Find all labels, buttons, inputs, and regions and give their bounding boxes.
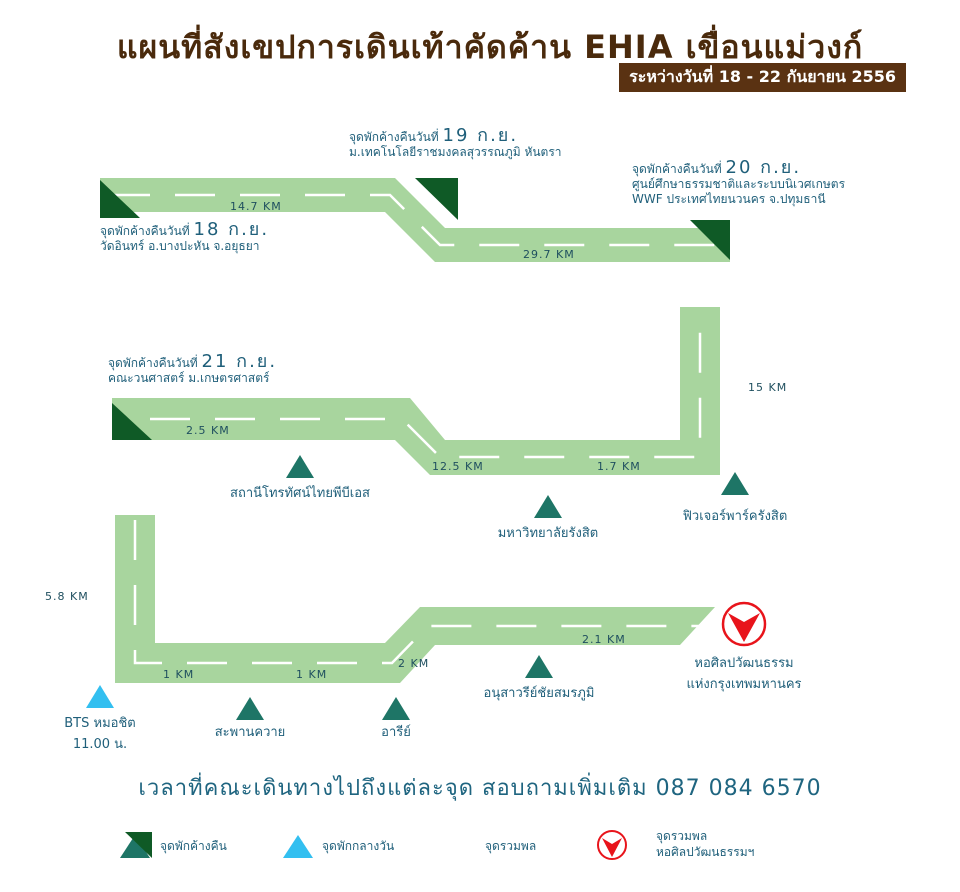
rest-marker xyxy=(721,472,749,495)
rest-marker xyxy=(236,697,264,720)
legend-destination-icon xyxy=(597,830,627,860)
legend-meeting-icon xyxy=(283,835,313,858)
legend-rest: จุดพักกลางวัน xyxy=(322,839,395,853)
waypoint-label: ฟิวเจอร์พาร์ครังสิต xyxy=(682,509,788,524)
overnight-marker-19 xyxy=(415,178,458,220)
rest-marker xyxy=(525,655,553,678)
distance-label: 2 KM xyxy=(398,657,430,670)
distance-label: 1 KM xyxy=(163,668,195,681)
distance-label: 1.7 KM xyxy=(597,460,641,473)
stop-18-label: จุดพักค้างคืนวันที่ 18 ก.ย.วัดอินทร์ อ.บ… xyxy=(100,219,270,254)
footer-contact: เวลาที่คณะเดินทางไปถึงแต่ละจุด สอบถามเพิ… xyxy=(138,776,822,801)
waypoint-label: สะพานควาย xyxy=(214,725,286,740)
distance-label: 12.5 KM xyxy=(432,460,484,473)
legend-rest-icon xyxy=(120,835,150,858)
legend-destination: จุดรวมพลหอศิลปวัฒนธรรมฯ xyxy=(656,829,755,859)
legend-overnight-icon xyxy=(125,832,152,858)
rest-marker xyxy=(534,495,562,518)
stop-19-label: จุดพักค้างคืนวันที่ 19 ก.ย.ม.เทคโนโลยีรา… xyxy=(349,125,562,160)
stop-20-label: จุดพักค้างคืนวันที่ 20 ก.ย.ศูนย์ศึกษาธรร… xyxy=(632,157,846,207)
waypoint-label: อนุสาวรีย์ชัยสมรภูมิ xyxy=(483,686,595,701)
rest-marker xyxy=(382,697,410,720)
rest-marker xyxy=(286,455,314,478)
legend-overnight: จุดพักค้างคืน xyxy=(160,839,227,853)
distance-label: 15 KM xyxy=(748,381,788,394)
destination-marker xyxy=(721,601,767,647)
page-title: แผนที่สังเขปการเดินเท้าคัดค้าน EHIA เขื่… xyxy=(116,28,864,66)
destination-label: หอศิลปวัฒนธรรมแห่งกรุงเทพมหานคร xyxy=(686,656,802,692)
distance-label: 29.7 KM xyxy=(523,248,575,261)
stop-21-label: จุดพักค้างคืนวันที่ 21 ก.ย.คณะวนศาสตร์ ม… xyxy=(108,351,278,386)
legend-meeting: จุดรวมพล xyxy=(485,839,537,853)
waypoint-label: อารีย์ xyxy=(381,725,411,740)
road-dashes xyxy=(110,193,725,665)
overnight-marker-20 xyxy=(690,220,730,260)
distance-label: 5.8 KM xyxy=(45,590,89,603)
meeting-marker xyxy=(86,685,114,708)
distance-label: 1 KM xyxy=(296,668,328,681)
road xyxy=(100,178,730,683)
distance-label: 2.1 KM xyxy=(582,633,626,646)
waypoint-label: สถานีโทรทัศน์ไทยพีบีเอส xyxy=(230,486,370,501)
date-range: ระหว่างวันที่ 18 - 22 กันยายน 2556 xyxy=(619,63,906,92)
distance-label: 14.7 KM xyxy=(230,200,282,213)
overnight-marker-21 xyxy=(112,403,152,440)
waypoint-label: มหาวิทยาลัยรังสิต xyxy=(497,526,599,541)
overnight-marker-18 xyxy=(100,180,140,218)
distance-label: 2.5 KM xyxy=(186,424,230,437)
